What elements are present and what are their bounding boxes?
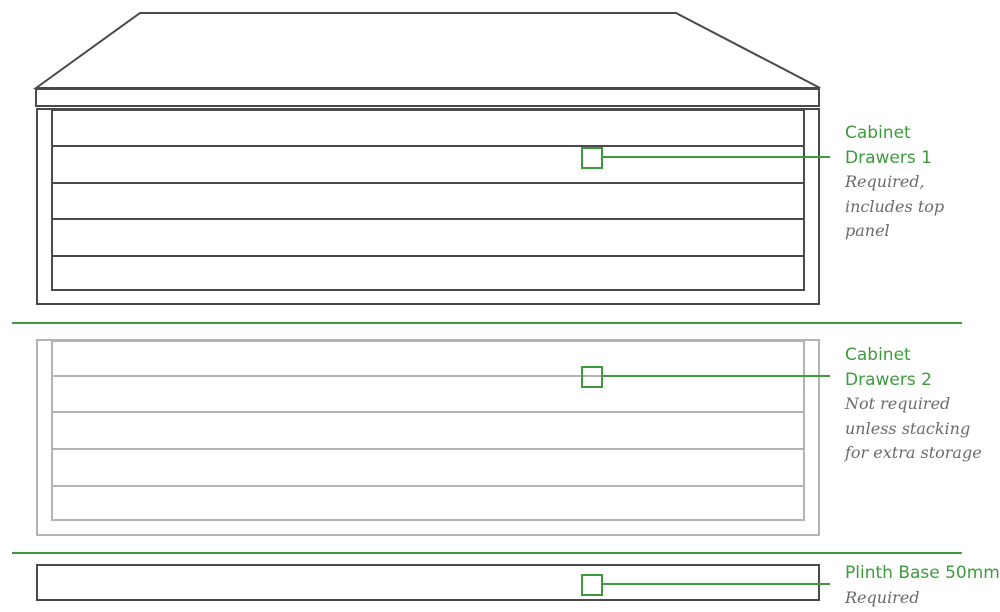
drawers-1-outer-frame (36, 108, 820, 305)
plinth-base (36, 564, 820, 601)
cabinet-drawers-2 (36, 339, 820, 536)
component-title: Cabinet Drawers 2 (845, 345, 932, 390)
top-panel-edge (35, 88, 820, 107)
callout-plinth (581, 574, 830, 596)
drawers-2-inner-frame (51, 340, 805, 521)
label-cabinet-drawers-2: Cabinet Drawers 2 Not required unless st… (845, 343, 982, 466)
callout-marker (581, 147, 603, 169)
component-title: Cabinet Drawers 1 (845, 123, 932, 168)
label-cabinet-drawers-1: Cabinet Drawers 1 Required, includes top… (845, 121, 944, 244)
component-note: Required (845, 587, 920, 607)
component-note: Required, includes top panel (845, 172, 945, 240)
top-panel-lid (32, 12, 821, 89)
cabinet-drawers-1 (36, 108, 820, 305)
callout-drawers-1 (581, 147, 830, 169)
callout-drawers-2 (581, 366, 830, 388)
component-note: Not required unless stacking for extra s… (845, 394, 982, 462)
top-panel (32, 12, 821, 107)
component-title: Plinth Base 50mm (845, 563, 1000, 583)
drawers-2-outer-frame (36, 339, 820, 536)
drawers-1-inner-frame (51, 109, 805, 291)
callout-marker (581, 574, 603, 596)
label-plinth-base: Plinth Base 50mm Required (845, 561, 1000, 610)
